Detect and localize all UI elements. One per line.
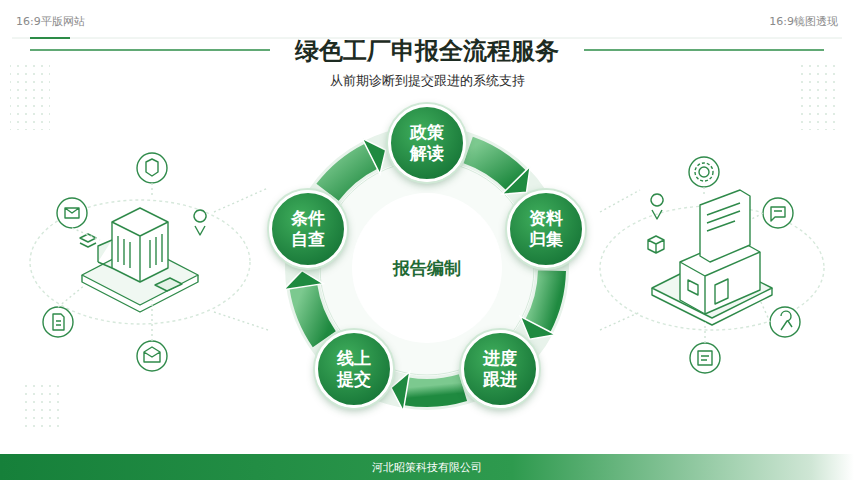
arrow-head [502,166,530,194]
node-text: 资料归集 [528,208,564,251]
process-circle: 政策解读 [388,104,466,182]
arrow-head [362,138,386,174]
cycle-arrow [284,271,325,340]
arrow-band [538,271,552,326]
process-circle: 资料归集 [507,190,585,268]
arrow-head [520,316,556,339]
arrow-band [407,388,463,393]
caption: 从前期诊断到提交跟进的系统支持 [330,72,525,90]
arrow-band [468,150,516,180]
node-text: 报告编制 [393,257,461,280]
title: 绿色工厂申报全流程服务 [295,35,559,67]
arrow-head [284,271,324,290]
arrow-head [391,372,410,411]
process-circle: 条件自查 [269,190,347,268]
cycle-arrow [391,372,463,411]
node-text: 条件自查 [290,208,326,251]
cycle-arrow [520,271,556,340]
node-text: 线上提交 [336,348,372,391]
corner-label: 16:9镜图透现 [769,14,838,29]
node-text: 河北昭策科技有限公司 [372,460,482,475]
process-circle: 线上提交 [315,330,393,408]
node-text: 政策解读 [409,122,445,165]
arrow-band [303,287,324,340]
cycle-arrow [328,138,386,192]
cycle-arrow [468,150,530,194]
node-text: 进度跟进 [483,348,519,391]
center-circle: 报告编制 [352,193,502,343]
corner-label: 16:9平版网站 [16,14,85,29]
arrow-band [328,156,372,192]
footer-band: 河北昭策科技有限公司 [0,454,854,480]
